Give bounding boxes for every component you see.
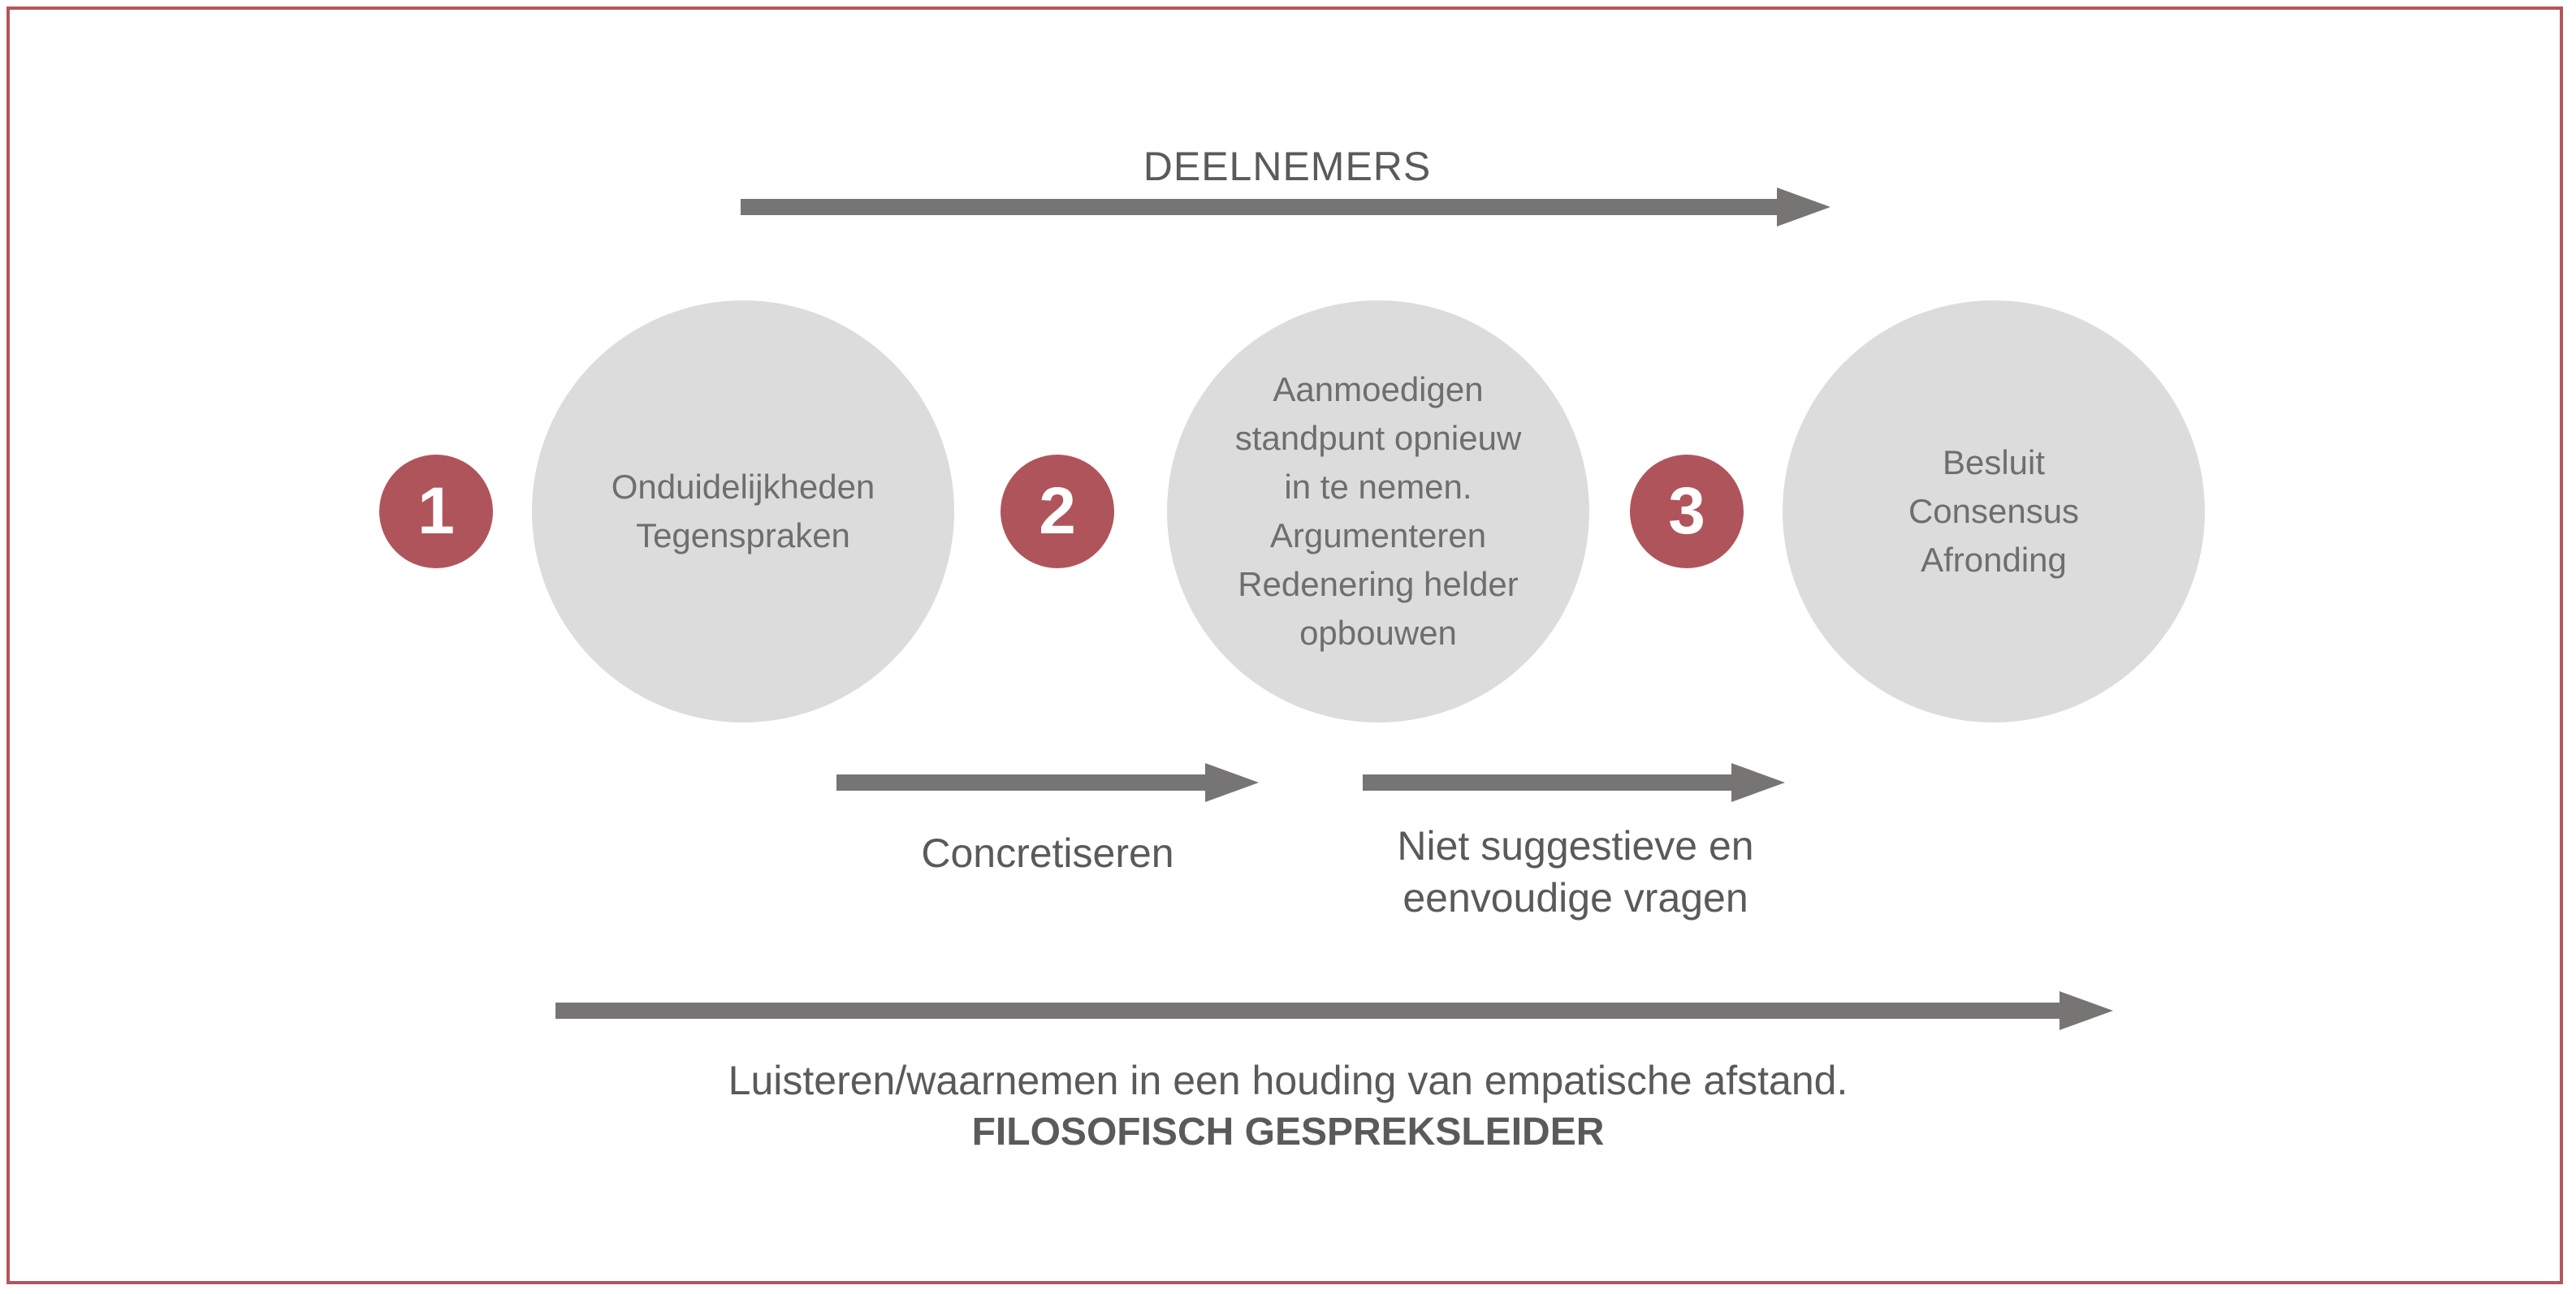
step-1-circle: Onduidelijkheden Tegenspraken [532,300,954,722]
facilitator-title: FILOSOFISCH GESPREKSLEIDER [971,1111,1605,1154]
step-3-text: Besluit Consensus Afronding [1908,443,2080,579]
arrow-head-icon [1205,763,1259,802]
step-2-badge: 2 [1001,455,1114,568]
step-2-circle: Aanmoedigen standpunt opnieuw in te neme… [1167,300,1589,722]
transition-2-label: Niet suggestieve en eenvoudige vragen [1397,823,1754,921]
step-2-text: Aanmoedigen standpunt opnieuw in te neme… [1234,370,1522,652]
arrow-head-icon [2060,991,2113,1030]
transition-1-label: Concretiseren [921,830,1174,876]
facilitator-arrow [555,982,2113,1039]
step-3-circle: Besluit Consensus Afronding [1783,300,2205,722]
transition-2-arrow [1363,754,1785,811]
step-1-text: Onduidelijkheden Tegenspraken [611,468,875,554]
facilitator-description: Luisteren/waarnemen in een houding van e… [728,1058,1848,1103]
participants-arrow [741,179,1830,235]
diagram-frame [6,6,2563,1284]
step-3-badge: 3 [1630,455,1744,568]
arrow-head-icon [1731,763,1785,802]
transition-1-arrow [836,754,1259,811]
arrow-head-icon [1777,188,1830,226]
participants-label: DEELNEMERS [1143,144,1432,189]
step-1-badge: 1 [379,455,493,568]
